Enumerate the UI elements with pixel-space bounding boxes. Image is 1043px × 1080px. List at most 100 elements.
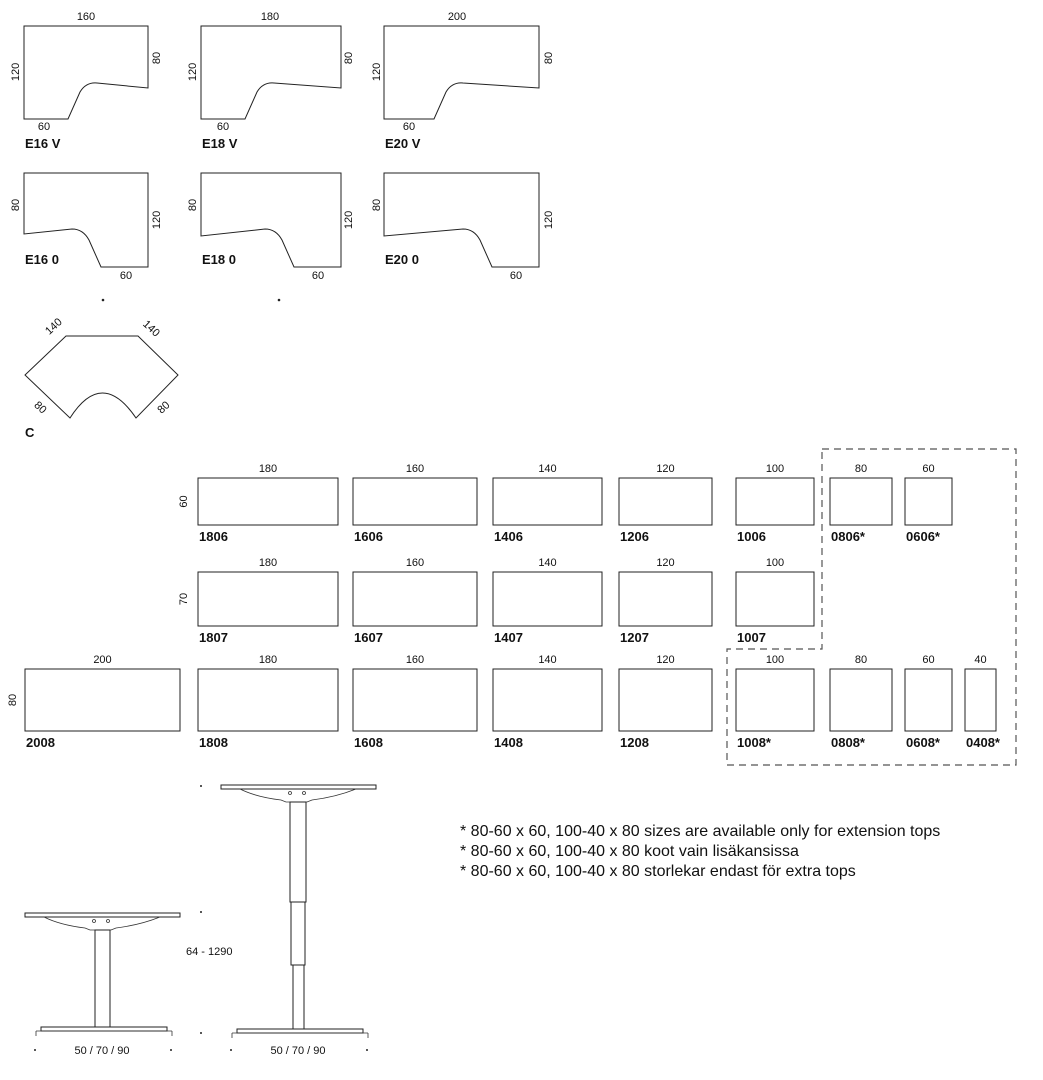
- width-label: 80: [855, 463, 867, 475]
- note-english: * 80-60 x 60, 100-40 x 80 sizes are avai…: [460, 823, 940, 840]
- model-code: E20 0: [385, 252, 419, 267]
- width-label: 140: [538, 463, 556, 475]
- cut-label: 60: [38, 121, 50, 133]
- height-range-label: 64 - 1290: [186, 946, 232, 958]
- row-depth-label: 60: [178, 495, 190, 507]
- mark-dot: [170, 1049, 172, 1051]
- model-code: 0608*: [906, 735, 941, 750]
- model-code: E16 0: [25, 252, 59, 267]
- desk-top-rect: [964, 668, 997, 732]
- width-label: 120: [656, 654, 674, 666]
- cut-label: 60: [120, 270, 132, 282]
- corner-desk-e18v: 180 120 80 60 E18 V: [187, 11, 355, 151]
- model-code: 1608: [354, 735, 383, 750]
- desk-top-rect: [24, 668, 181, 732]
- mark-dot: [200, 911, 202, 913]
- width-label: 80: [855, 654, 867, 666]
- note-finnish: * 80-60 x 60, 100-40 x 80 koot vain lisä…: [460, 843, 799, 860]
- depth-label: 120: [10, 63, 22, 81]
- desk-top-rect: [352, 477, 478, 526]
- model-code: 1806: [199, 529, 228, 544]
- width-label: 100: [766, 557, 784, 569]
- model-code: 0806*: [831, 529, 866, 544]
- depth-label: 80: [371, 199, 383, 211]
- width-label: 160: [406, 463, 424, 475]
- model-code: E18 0: [202, 252, 236, 267]
- model-code: 1808: [199, 735, 228, 750]
- width-label: 100: [766, 654, 784, 666]
- model-code: 1406: [494, 529, 523, 544]
- cut-label: 60: [403, 121, 415, 133]
- width-label: 160: [406, 654, 424, 666]
- corner-desk-e180: 80 120 60 E18 0: [187, 172, 355, 282]
- model-code: 1408: [494, 735, 523, 750]
- mark-dot: [200, 785, 202, 787]
- width-label: 160: [406, 557, 424, 569]
- model-code: C: [25, 425, 35, 440]
- row-depth-label: 70: [178, 593, 190, 605]
- corner-desk-e16v: 160 120 80 60 E16 V: [10, 11, 163, 151]
- cut-label: 60: [217, 121, 229, 133]
- bottom-right-label: 80: [155, 399, 172, 416]
- width-label: 100: [766, 463, 784, 475]
- width-label: 180: [259, 654, 277, 666]
- desk-top-rect: [904, 668, 953, 732]
- model-code: 1208: [620, 735, 649, 750]
- desk-top-rect: [618, 668, 713, 732]
- depth-label: 120: [187, 63, 199, 81]
- side-label: 120: [343, 211, 355, 229]
- model-code: 0408*: [966, 735, 1001, 750]
- desk-top-rect: [904, 477, 953, 526]
- width-label: 140: [538, 557, 556, 569]
- cut-label: 60: [312, 270, 324, 282]
- model-code: 2008: [26, 735, 55, 750]
- width-label: 60: [922, 463, 934, 475]
- desk-top-rect: [618, 477, 713, 526]
- footnotes: * 80-60 x 60, 100-40 x 80 sizes are avai…: [460, 823, 940, 880]
- cut-label: 60: [510, 270, 522, 282]
- model-code: 0808*: [831, 735, 866, 750]
- mark-dot: [34, 1049, 36, 1051]
- model-code: 1006: [737, 529, 766, 544]
- mark-dot: [101, 298, 105, 302]
- model-code: 1206: [620, 529, 649, 544]
- width-label: 200: [448, 11, 466, 23]
- corner-desk-e20v: 200 120 80 60 E20 V: [371, 11, 555, 151]
- desk-top-rect: [352, 571, 478, 627]
- row-depth-label: 80: [7, 694, 19, 706]
- base-width-label: 50 / 70 / 90: [270, 1045, 325, 1057]
- extension-tops-region: [726, 448, 1017, 766]
- model-code: E16 V: [25, 136, 61, 151]
- desk-top-rect: [735, 477, 815, 526]
- side-label: 80: [543, 52, 555, 64]
- width-label: 200: [93, 654, 111, 666]
- depth-label: 80: [10, 199, 22, 211]
- frame-low: 50 / 70 / 90: [24, 912, 181, 1057]
- desk-top-rect: [735, 668, 815, 732]
- model-code: 1407: [494, 630, 523, 645]
- desk-top-rect: [492, 477, 603, 526]
- note-swedish: * 80-60 x 60, 100-40 x 80 storlekar enda…: [460, 863, 856, 880]
- side-label: 80: [151, 52, 163, 64]
- depth-label: 120: [371, 63, 383, 81]
- model-code: 1008*: [737, 735, 772, 750]
- desk-top-rect: [829, 477, 893, 526]
- depth-label: 80: [187, 199, 199, 211]
- bottom-left-label: 80: [31, 399, 48, 416]
- rectangular-desk-grid: 60 180 1806 160 1606 140 1406 120 1206 100 1006 80 0…: [7, 463, 1001, 750]
- model-code: E20 V: [385, 136, 421, 151]
- model-code: 1606: [354, 529, 383, 544]
- side-label: 80: [343, 52, 355, 64]
- desk-top-rect: [492, 668, 603, 732]
- c-desk: 140 140 80 80 C: [24, 316, 179, 440]
- desk-top-rect: [197, 571, 339, 627]
- width-label: 180: [259, 463, 277, 475]
- corner-desk-e200: 80 120 60 E20 0: [371, 172, 555, 282]
- mark-dot: [366, 1049, 368, 1051]
- mark-dot: [200, 1032, 202, 1034]
- mark-dot: [230, 1049, 232, 1051]
- width-label: 140: [538, 654, 556, 666]
- desk-top-rect: [197, 668, 339, 732]
- width-label: 160: [77, 11, 95, 23]
- width-label: 120: [656, 557, 674, 569]
